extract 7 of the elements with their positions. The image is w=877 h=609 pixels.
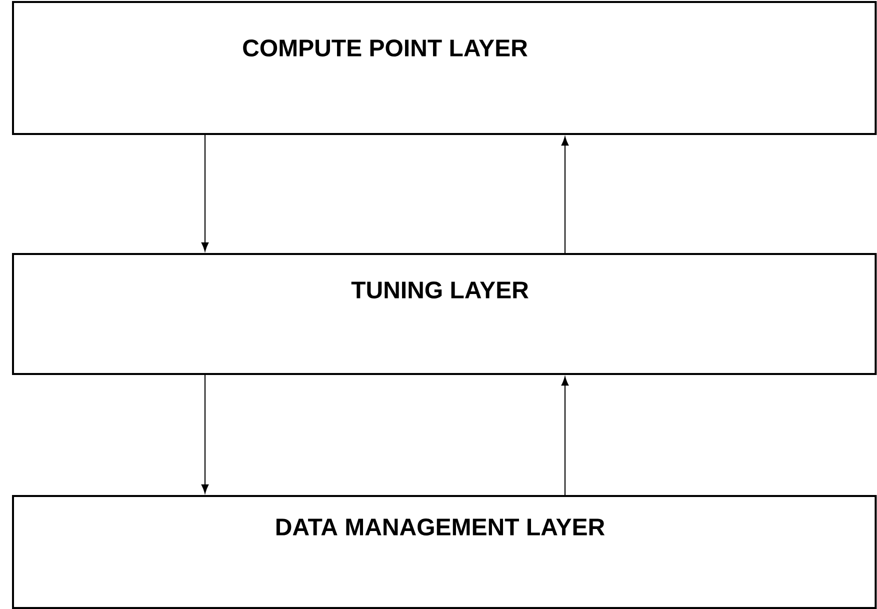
layer-box: TUNING LAYER [12,253,877,375]
arrow [561,376,569,495]
layer-box: COMPUTE POINT LAYER [12,1,877,135]
arrow [561,136,569,253]
arrow [201,375,209,494]
layer-box: DATA MANAGEMENT LAYER [12,495,877,609]
arrow [201,135,209,252]
